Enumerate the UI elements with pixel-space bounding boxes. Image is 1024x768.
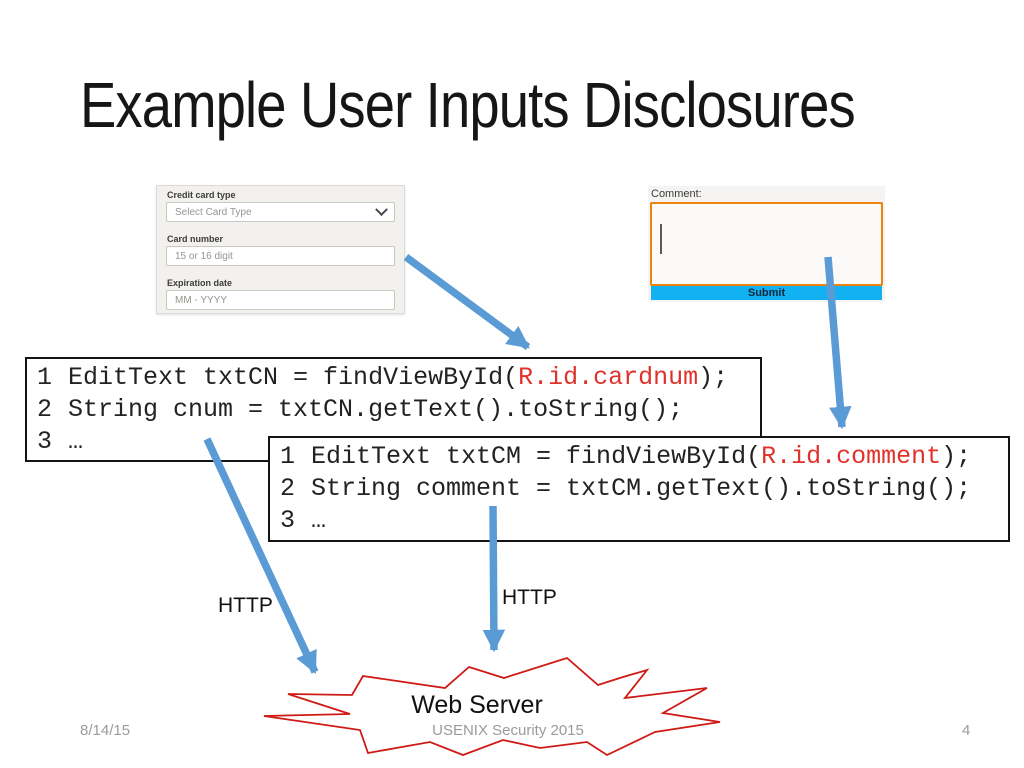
comment-form: Comment: Submit xyxy=(648,186,885,302)
http-label-center: HTTP xyxy=(502,586,557,609)
arrow-code1-to-server xyxy=(203,437,319,675)
web-server-label: Web Server xyxy=(411,691,543,719)
arrow-cardform-to-code xyxy=(403,253,531,351)
credit-card-form: Credit card type Select Card Type Card n… xyxy=(156,185,405,314)
footer-center: USENIX Security 2015 xyxy=(432,722,584,739)
http-label-left: HTTP xyxy=(218,594,273,617)
card-type-selected-value: Select Card Type xyxy=(175,206,252,218)
arrow-commentform-to-code xyxy=(824,256,852,430)
comment-label: Comment: xyxy=(651,188,702,200)
footer-date: 8/14/15 xyxy=(80,722,131,739)
card-number-input[interactable]: 15 or 16 digit xyxy=(166,246,395,266)
submit-button[interactable]: Submit xyxy=(651,286,882,300)
arrow-code2-to-server xyxy=(482,505,506,653)
starburst-shape xyxy=(263,656,721,757)
comment-textarea[interactable] xyxy=(650,202,883,286)
page-title: Example User Inputs Disclosures xyxy=(80,69,856,141)
text-cursor xyxy=(660,224,662,254)
expiration-date-label: Expiration date xyxy=(167,278,233,288)
expiration-date-input[interactable]: MM - YYYY xyxy=(166,290,395,310)
card-type-select[interactable]: Select Card Type xyxy=(166,202,395,222)
code-line: 3… xyxy=(280,506,327,535)
footer-page-number: 4 xyxy=(962,722,971,739)
code-line: 3… xyxy=(37,427,84,456)
card-number-label: Card number xyxy=(167,234,224,244)
card-type-label: Credit card type xyxy=(167,190,236,200)
